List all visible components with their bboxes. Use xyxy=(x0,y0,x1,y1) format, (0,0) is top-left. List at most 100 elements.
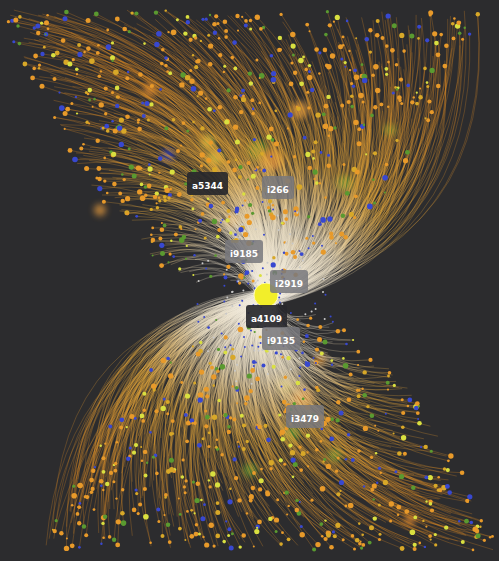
graph-dot xyxy=(111,152,116,157)
graph-dot xyxy=(122,27,127,32)
graph-dot xyxy=(202,262,204,264)
graph-dot xyxy=(468,32,471,35)
graph-edges xyxy=(14,14,479,546)
graph-dot xyxy=(96,51,100,55)
graph-dot xyxy=(195,60,199,64)
graph-dot xyxy=(155,409,159,413)
graph-dot xyxy=(215,319,217,321)
graph-dot xyxy=(247,161,251,165)
graph-dot xyxy=(159,88,162,91)
graph-dot xyxy=(161,358,166,363)
graph-dot xyxy=(203,503,206,506)
graph-dot xyxy=(385,413,387,415)
graph-dot xyxy=(400,546,405,551)
graph-dot xyxy=(292,243,294,245)
graph-dot xyxy=(91,487,95,491)
graph-dot xyxy=(445,484,450,489)
graph-dot xyxy=(234,67,238,71)
graph-dot xyxy=(268,209,271,212)
graph-dot xyxy=(249,499,253,503)
graph-dot xyxy=(320,151,323,154)
graph-dot xyxy=(326,164,331,169)
graph-dot xyxy=(158,171,160,173)
graph-dot xyxy=(158,199,161,202)
graph-dot xyxy=(150,208,153,211)
graph-dot xyxy=(223,413,227,417)
graph-dot xyxy=(241,300,243,302)
graph-dot xyxy=(196,481,201,486)
graph-dot xyxy=(222,219,224,221)
graph-dot xyxy=(258,102,261,105)
graph-dot xyxy=(375,452,377,454)
graph-dot xyxy=(164,56,168,60)
graph-dot xyxy=(209,204,214,209)
graph-dot xyxy=(168,540,172,544)
graph-dot xyxy=(326,10,329,13)
graph-dot xyxy=(333,126,336,129)
graph-dot xyxy=(255,15,260,20)
graph-dot xyxy=(262,267,264,269)
graph-dot xyxy=(224,120,229,125)
graph-dot xyxy=(153,388,156,391)
graph-dot xyxy=(295,508,300,513)
graph-dot xyxy=(226,265,230,269)
graph-dot xyxy=(375,88,380,93)
graph-dot xyxy=(222,540,226,544)
graph-dot xyxy=(321,245,323,247)
graph-dot xyxy=(204,409,207,412)
graph-dot xyxy=(335,242,337,244)
graph-dot xyxy=(393,384,396,387)
graph-dot xyxy=(150,84,154,88)
graph-dot xyxy=(285,242,287,244)
graph-dot xyxy=(149,368,153,372)
graph-dot xyxy=(228,216,230,218)
graph-dot xyxy=(242,204,244,206)
graph-dot xyxy=(244,273,246,275)
graph-dot xyxy=(312,235,314,237)
graph-dot xyxy=(89,478,94,483)
graph-dot xyxy=(237,498,241,502)
graph-dot xyxy=(378,538,381,541)
graph-dot xyxy=(207,107,212,112)
graph-dot xyxy=(108,535,112,539)
graph-dot xyxy=(323,340,328,345)
graph-dot xyxy=(289,82,294,87)
graph-dot xyxy=(182,235,187,240)
graph-dot xyxy=(247,220,252,225)
graph-dot xyxy=(413,547,417,551)
graph-dot xyxy=(313,170,318,175)
graph-dot xyxy=(223,285,225,287)
graph-dot xyxy=(218,399,221,402)
graph-dot xyxy=(223,71,225,73)
graph-dot xyxy=(296,106,301,111)
graph-dot xyxy=(361,388,363,390)
graph-dot xyxy=(106,29,109,32)
graph-dot xyxy=(108,425,112,429)
graph-dot xyxy=(403,452,407,456)
graph-dot xyxy=(330,359,333,362)
graph-dot xyxy=(233,95,238,100)
graph-dot xyxy=(216,534,221,539)
graph-dot xyxy=(205,268,207,270)
graph-dot xyxy=(223,301,225,303)
graph-dot xyxy=(166,522,171,527)
graph-dot xyxy=(256,527,258,529)
graph-dot xyxy=(321,250,326,255)
graph-dot xyxy=(282,400,287,405)
graph-dot xyxy=(329,545,334,550)
graph-dot xyxy=(58,92,60,94)
graph-dot xyxy=(235,158,238,161)
graph-dot xyxy=(328,23,332,27)
graph-dot xyxy=(185,439,189,443)
graph-dot xyxy=(242,192,245,195)
graph-dot xyxy=(338,44,343,49)
graph-dot xyxy=(199,341,202,344)
graph-dot xyxy=(224,335,228,339)
graph-dot xyxy=(318,222,322,226)
graph-dot xyxy=(43,46,46,49)
graph-dot xyxy=(307,465,309,467)
node-id: a4109 xyxy=(251,314,282,324)
graph-dot xyxy=(182,121,186,125)
graph-dot xyxy=(167,31,169,33)
graph-dot xyxy=(240,356,242,358)
